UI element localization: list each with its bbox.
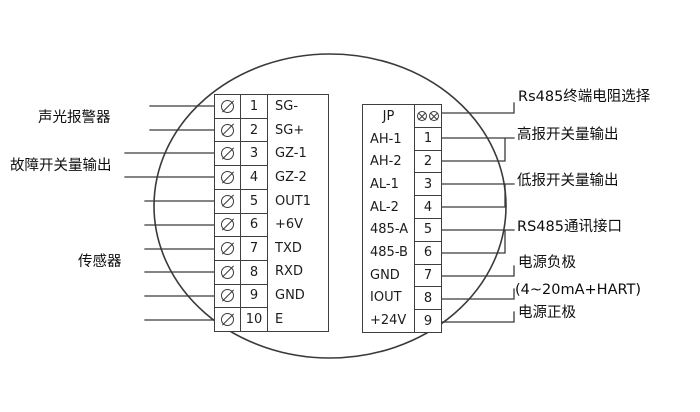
terminal-label: 485-A	[370, 222, 409, 238]
jumper-pins-cell	[415, 105, 441, 128]
terminal-number: 6	[415, 242, 441, 265]
screw-terminal-icon	[221, 218, 234, 232]
screw-terminal-icon	[221, 194, 234, 208]
terminal-number: 7	[241, 237, 267, 261]
terminal-label: AL-2	[370, 199, 399, 215]
left-signal-names: SG- SG+ GZ-1 GZ-2 OUT1 +6V TXD RXD GND E	[267, 94, 329, 332]
terminal-number: 7	[415, 265, 441, 288]
label-sensor: 传感器	[78, 254, 122, 270]
label-fault-switch-output: 故障开关量输出	[10, 158, 112, 174]
terminal-label: SG+	[275, 122, 305, 138]
terminal-label: AH-1	[370, 131, 402, 147]
terminal-number: 4	[241, 166, 267, 190]
terminal-label: TXD	[275, 240, 302, 256]
terminal-number: 2	[241, 119, 267, 143]
terminal-label: GZ-2	[275, 170, 307, 186]
terminal-label: SG-	[275, 99, 299, 115]
enclosure-outline	[153, 53, 507, 359]
screw-terminal-icon	[221, 313, 234, 327]
label-rs485-termination-resistor: Rs485终端电阻选择	[518, 89, 651, 105]
screw-terminal-icon	[221, 99, 234, 113]
terminal-number: 9	[423, 313, 433, 329]
label-power-positive: 电源正极	[518, 305, 576, 321]
terminal-number: 2	[415, 151, 441, 174]
jumper-label: JP	[382, 108, 395, 124]
terminal-label: IOUT	[370, 290, 402, 306]
label-low-alarm-switch-output: 低报开关量输出	[517, 173, 619, 189]
terminal-number: 9	[241, 285, 267, 309]
terminal-label: 485-B	[370, 245, 408, 261]
screw-terminal-icon	[221, 242, 234, 256]
terminal-label: +24V	[370, 313, 407, 329]
right-signal-names: JP AH-1 AH-2 AL-1 AL-2 485-A 485-B GND I…	[362, 104, 415, 333]
screw-terminal-icon	[221, 123, 234, 137]
label-high-alarm-switch-output: 高报开关量输出	[517, 127, 619, 143]
label-sound-light-alarm: 声光报警器	[38, 110, 111, 126]
terminal-number: 5	[241, 190, 267, 214]
terminal-number: 4	[415, 196, 441, 219]
right-number-column: 1 2 3 4 5 6 7 8 9	[414, 104, 442, 333]
jumper-pin-icon	[417, 110, 427, 121]
terminal-number: 8	[241, 261, 267, 285]
terminal-label: E	[275, 311, 284, 327]
screw-terminal-icon	[221, 170, 234, 184]
terminal-label: GZ-1	[275, 146, 307, 162]
terminal-label: +6V	[275, 217, 304, 233]
terminal-label: AL-1	[370, 176, 399, 192]
terminal-number: 5	[415, 219, 441, 242]
terminal-label: RXD	[275, 264, 303, 280]
terminal-label: OUT1	[275, 193, 311, 209]
right-leader-lines	[441, 102, 515, 323]
terminal-number: 1	[415, 128, 441, 151]
terminal-number: 10	[245, 312, 263, 328]
left-number-column: 1 2 3 4 5 6 7 8 9 10	[240, 94, 268, 332]
label-current-loop-hart: (4~20mA+HART)	[515, 282, 642, 298]
screw-terminal-icon	[221, 265, 234, 279]
terminal-number: 6	[241, 214, 267, 238]
terminal-number: 1	[241, 95, 267, 119]
screw-terminal-icon	[221, 147, 234, 161]
terminal-label: AH-2	[370, 154, 402, 170]
terminal-label: GND	[370, 267, 400, 283]
screw-terminal-icon	[221, 289, 234, 303]
label-rs485-comm-interface: RS485通讯接口	[517, 219, 622, 235]
terminal-number: 3	[241, 142, 267, 167]
terminal-number: 8	[415, 287, 441, 311]
terminal-label: GND	[275, 288, 305, 304]
left-leader-lines	[124, 105, 215, 321]
terminal-number: 3	[415, 173, 441, 197]
label-power-negative: 电源负极	[518, 255, 576, 271]
jumper-pin-icon	[429, 110, 439, 121]
left-screw-column	[214, 94, 241, 332]
